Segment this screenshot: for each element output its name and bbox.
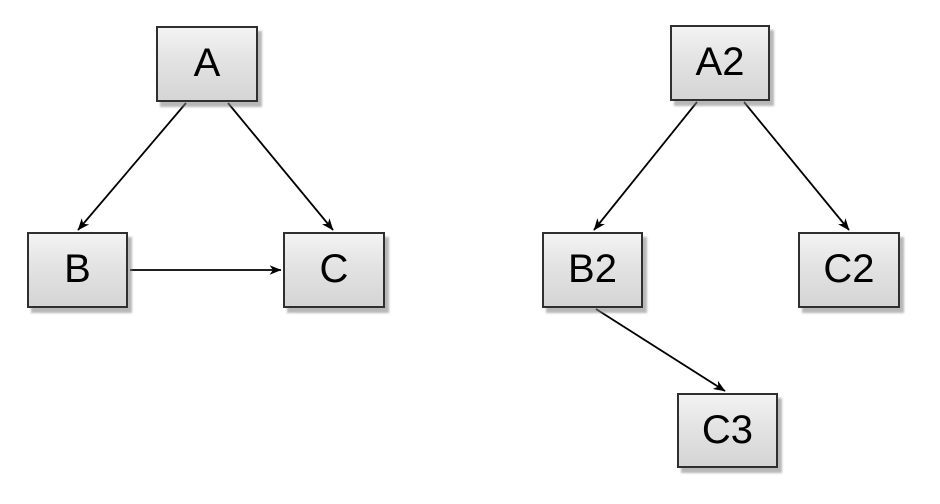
node-label-a: A bbox=[193, 41, 221, 85]
node-b2: B2 bbox=[542, 232, 643, 308]
node-label-c: C bbox=[319, 247, 349, 291]
node-label-a2: A2 bbox=[695, 40, 745, 84]
node-c3: C3 bbox=[677, 393, 778, 468]
node-c: C bbox=[283, 232, 385, 308]
node-c2: C2 bbox=[798, 232, 900, 308]
node-label-b: B bbox=[64, 247, 91, 291]
node-label-c3: C3 bbox=[701, 407, 754, 452]
edge-b2-c3 bbox=[595, 308, 726, 392]
edge-a-b bbox=[77, 102, 187, 231]
node-label-b2: B2 bbox=[568, 247, 617, 291]
edge-a2-c2 bbox=[743, 101, 850, 231]
edge-a2-b2 bbox=[593, 101, 698, 231]
node-a: A bbox=[156, 26, 258, 102]
node-a2: A2 bbox=[670, 25, 770, 101]
edge-a-c bbox=[227, 102, 334, 231]
node-label-c2: C2 bbox=[823, 247, 875, 291]
node-b: B bbox=[27, 232, 128, 308]
